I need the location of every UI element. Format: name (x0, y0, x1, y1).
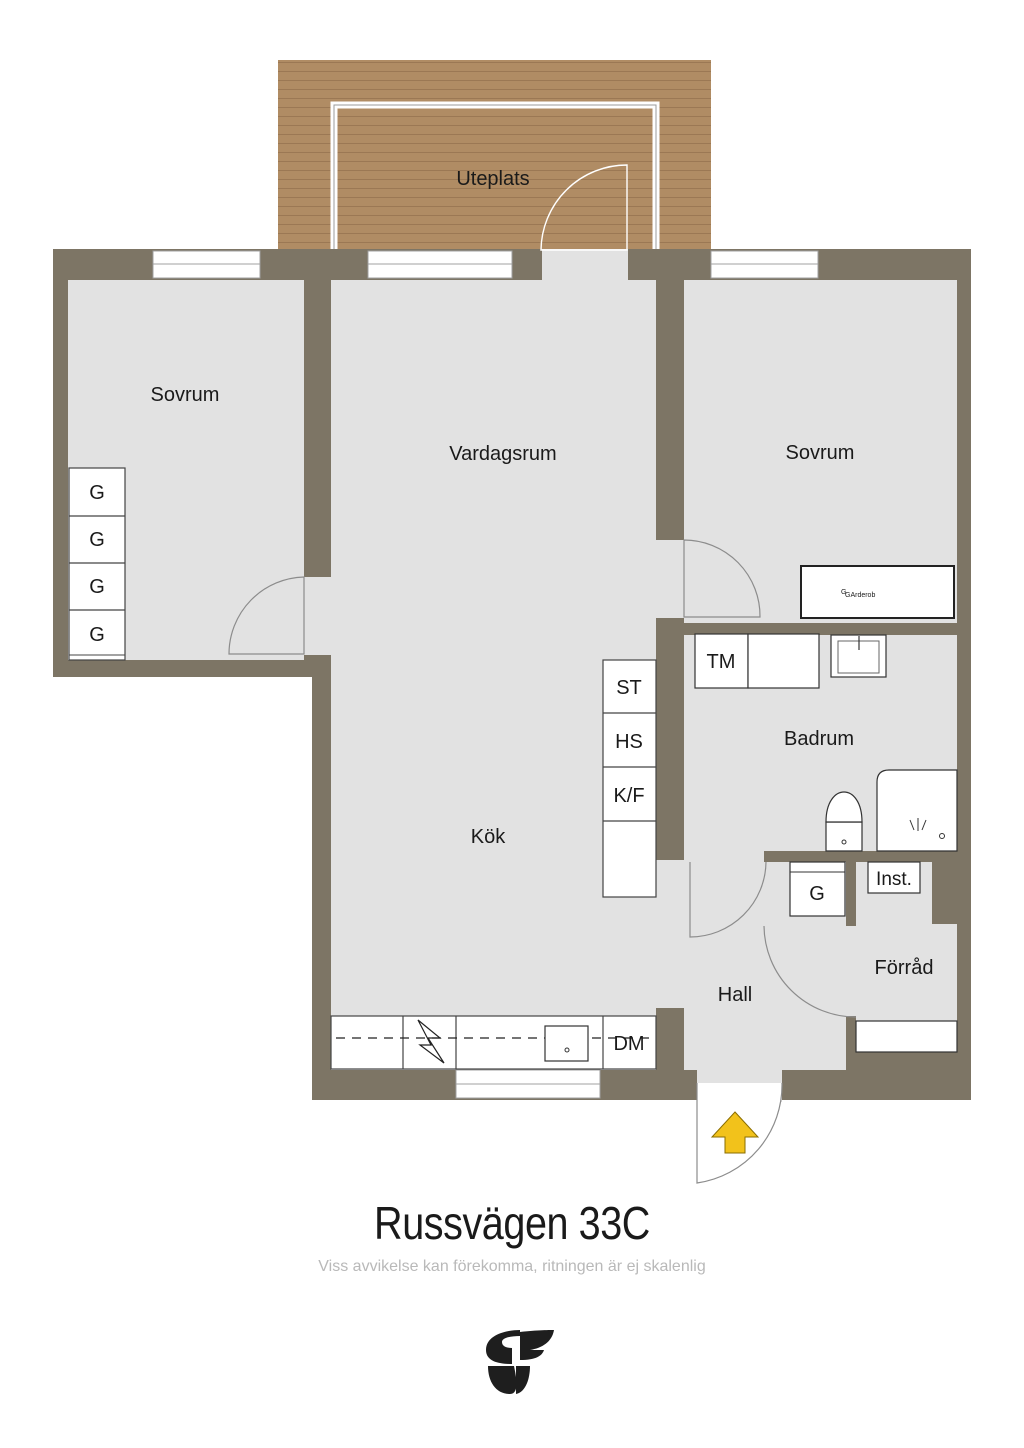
wardrobe-label: G (89, 529, 105, 551)
stove-label: ST (616, 677, 642, 699)
fridge-label: K/F (613, 785, 644, 807)
sf-logo-icon (486, 1330, 554, 1394)
living-room-label: Vardagsrum (449, 443, 556, 465)
page-title: Russvägen 33C (374, 1197, 650, 1249)
living-kitchen-floor (331, 280, 656, 1070)
entrance-arrow-icon (710, 1111, 760, 1154)
oven-label: HS (615, 731, 643, 753)
wardrobe-long: G GArderob (800, 565, 955, 619)
hall-wardrobe-label: G (809, 883, 825, 905)
shower (876, 769, 958, 852)
dishwasher-label: DM (613, 1033, 644, 1055)
wardrobe-long-mark: G (841, 589, 846, 596)
storage-label: Förråd (875, 957, 934, 979)
kitchen-sink (544, 1025, 589, 1062)
hall-label: Hall (718, 984, 752, 1006)
bathroom-label: Badrum (784, 728, 854, 750)
room-labels: Uteplats Sovrum Vardagsrum Sovrum Kök Ba… (151, 168, 934, 1006)
toilet (825, 791, 863, 852)
kitchen-counter: DM (330, 1015, 657, 1070)
kitchen-appliance-column: ST HS K/F (602, 659, 657, 898)
lightning-symbol (417, 1019, 445, 1064)
bathroom-fixtures: TM (694, 633, 958, 852)
wardrobe-column: G G G G (68, 467, 126, 661)
inner-walls (656, 623, 957, 1070)
wardrobe-label: G (89, 624, 105, 646)
windows (152, 250, 819, 1099)
hall-fixtures: G Inst. (789, 861, 958, 1053)
disclaimer: Viss avvikelse kan förekomma, ritningen … (318, 1258, 706, 1275)
terrace-label: Uteplats (456, 168, 529, 190)
installation-label: Inst. (876, 869, 912, 890)
wardrobe-label: G (89, 482, 105, 504)
washer-label: TM (707, 651, 736, 673)
wardrobe-label: G (89, 576, 105, 598)
storage-shelf (855, 1020, 958, 1053)
bedroom-right-label: Sovrum (786, 442, 855, 464)
kitchen-label: Kök (471, 826, 506, 848)
wardrobe-long-label: GArderob (845, 592, 875, 599)
floor-plan: G G G G G GArderob ST HS K/F DM TM (53, 60, 971, 1184)
terrace (278, 60, 711, 250)
bedroom-left-label: Sovrum (151, 384, 220, 406)
